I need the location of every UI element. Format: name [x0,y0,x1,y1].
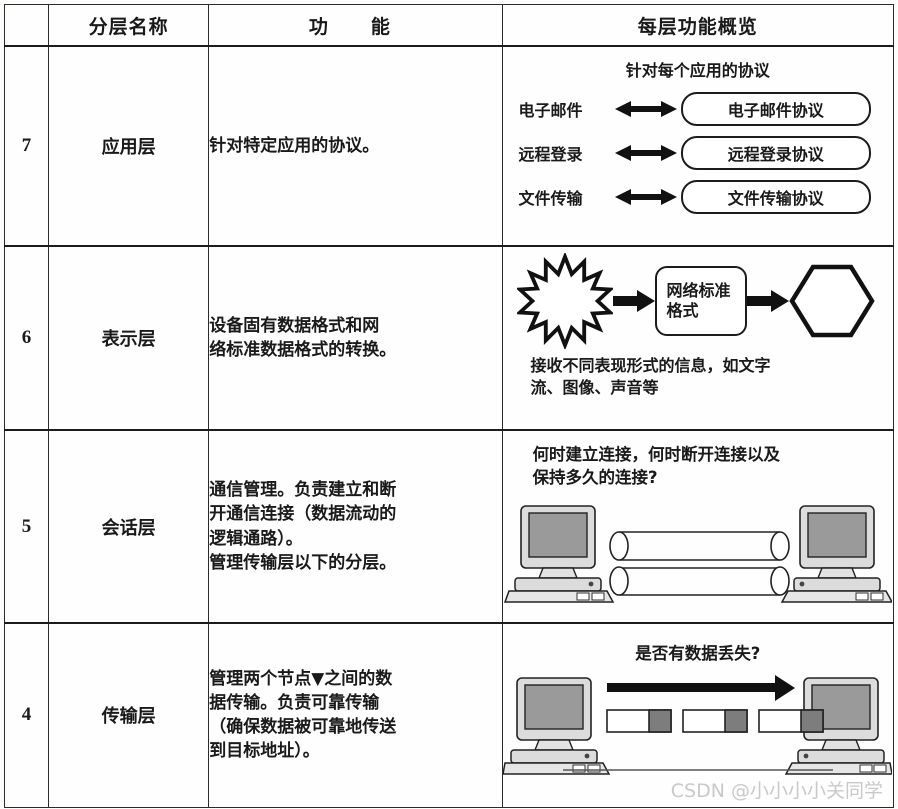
layer-name: 会话层 [48,429,210,624]
function-line: 逻辑通路）。 [209,528,303,549]
function-line: 针对特定应用的协议。 [209,135,380,156]
layer-name: 表示层 [48,245,210,431]
caption-line: 何时建立连接，何时断开连接以及 [532,445,781,464]
layer-overview-diagram: 何时建立连接，何时断开连接以及 保持多久的连接? [501,429,895,624]
protocol-app-label: 文件传输 [518,189,583,208]
session-scene [503,498,893,606]
diagram-title: 针对每个应用的协议 [625,61,770,80]
osi-table: 分层名称 功 能 每层功能概览 7 应用层 针对特定应用的协议。 针对每个应用的… [3,4,895,808]
session-scene-graphic [503,505,892,603]
transport-scene [502,672,893,782]
caption-line: 流、图像、声音等 [530,378,659,398]
conversion-flow: 网络标准 格式 [503,247,893,355]
caption-line: 保持多久的连接? [532,468,658,488]
header-layer-name: 分层名称 [48,4,210,47]
table-row-layer-5: 5 会话层 通信管理。负责建立和断 开通信连接（数据流动的 逻辑通路）。 管理传… [3,429,895,624]
arrow-right-icon [746,290,789,312]
diagram-caption: 何时建立连接，何时断开连接以及 保持多久的连接? [503,431,893,490]
computer-icon [502,677,610,775]
packet [605,709,672,733]
header-number [3,4,50,47]
function-line: 据传输。负责可靠传输 [209,693,380,714]
layer-function: 针对特定应用的协议。 [208,45,503,247]
packet [757,709,824,733]
layer-number: 4 [3,622,50,808]
function-line: 设备固有数据格式和网 [209,315,380,336]
layer-function: 设备固有数据格式和网 络标准数据格式的转换。 [208,245,503,431]
box-line: 网络标准 [666,281,731,300]
application-protocol-diagram: 针对每个应用的协议 电子邮件 电子邮件协议 远程登录 [503,47,893,245]
table-row-layer-4: 4 传输层 管理两个节点▼之间的数 据传输。负责可靠传输 （确保数据被可靠地传送… [3,622,895,808]
protocol-pair-list: 电子邮件 电子邮件协议 远程登录 远程登录协议 [503,87,893,219]
table-header-row: 分层名称 功 能 每层功能概览 [3,4,895,47]
table-row-layer-7: 7 应用层 针对特定应用的协议。 针对每个应用的协议 电子邮件 电子邮件协议 [3,45,895,247]
protocol-pill: 电子邮件协议 [680,92,871,126]
computer-icon [780,505,892,603]
arrow-right-icon [606,675,795,701]
computer-icon [503,505,614,603]
function-line: 通信管理。负责建立和断 [209,480,397,501]
layer-overview-diagram: 是否有数据丢失? [501,622,895,808]
layer-number: 6 [3,245,50,431]
protocol-pill: 文件传输协议 [680,180,871,214]
header-function: 功 能 [208,4,503,47]
protocol-pair: 电子邮件 电子邮件协议 [503,87,893,131]
double-arrow-icon [614,101,677,117]
arrow-right-icon [612,290,655,312]
double-arrow-icon [614,145,677,161]
diagram-caption: 是否有数据丢失? [635,644,761,663]
transport-reliability-diagram: 是否有数据丢失? [502,624,893,807]
function-line: 到目标地址）。 [209,741,320,762]
table-row-layer-6: 6 表示层 设备固有数据格式和网 络标准数据格式的转换。 网络标准 格式 [3,245,895,431]
connection-pipe [608,566,790,596]
protocol-app-label: 电子邮件 [518,101,583,120]
transport-scene-graphic [502,675,892,775]
starburst-icon [516,253,613,349]
function-line: 管理传输层以下的分层。 [209,552,397,573]
session-connection-diagram: 何时建立连接，何时断开连接以及 保持多久的连接? [503,431,893,622]
packet [681,709,748,733]
header-overview: 每层功能概览 [501,4,895,47]
layer-number: 5 [3,429,50,624]
layer-overview-diagram: 针对每个应用的协议 电子邮件 电子邮件协议 远程登录 [501,45,895,247]
connection-pipe [608,531,790,561]
function-line: 开通信连接（数据流动的 [209,504,397,525]
layer-overview-diagram: 网络标准 格式 接收不同表现形式的信息，如文字 流、图像、声音等 [501,245,895,431]
double-arrow-icon [614,189,677,205]
layer-number: 7 [3,45,50,247]
function-line: 络标准数据格式的转换。 [209,340,397,360]
rounded-box: 网络标准 格式 [654,266,747,336]
protocol-pill: 远程登录协议 [680,136,871,170]
protocol-pair: 远程登录 远程登录协议 [503,131,893,175]
function-line: （确保数据被可靠地传送 [209,717,397,738]
layer-function: 管理两个节点▼之间的数 据传输。负责可靠传输 （确保数据被可靠地传送 到目标地址… [208,622,503,808]
hexagon-icon [788,264,875,338]
diagram-caption: 接收不同表现形式的信息，如文字 流、图像、声音等 [503,355,893,400]
protocol-app-label: 远程登录 [518,145,583,164]
function-line: 管理两个节点▼之间的数 [209,669,393,689]
box-line: 格式 [666,301,699,320]
layer-function: 通信管理。负责建立和断 开通信连接（数据流动的 逻辑通路）。 管理传输层以下的分… [208,429,503,624]
protocol-pair: 文件传输 文件传输协议 [503,175,893,219]
layer-name: 传输层 [48,622,210,808]
format-conversion-diagram: 网络标准 格式 接收不同表现形式的信息，如文字 流、图像、声音等 [503,247,893,429]
layer-name: 应用层 [48,45,210,247]
caption-line: 接收不同表现形式的信息，如文字 [530,356,771,375]
